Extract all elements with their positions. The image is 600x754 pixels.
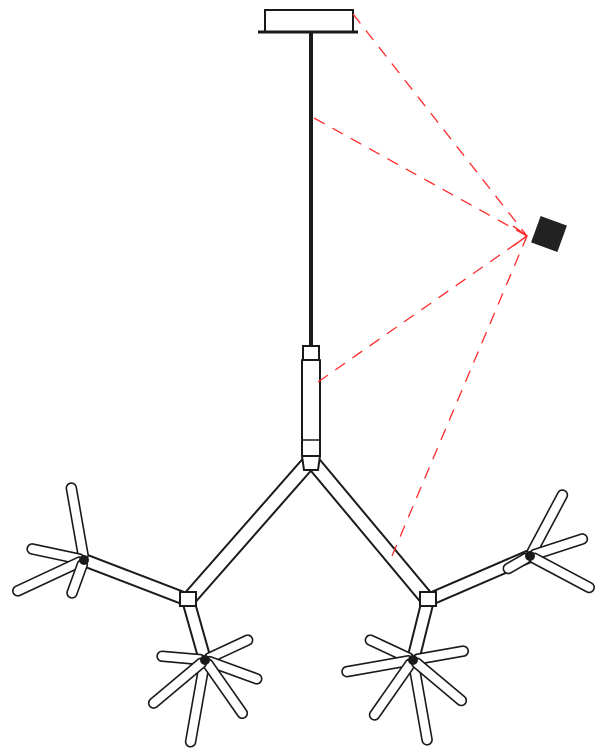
filled-square-marker-icon [531,216,567,252]
center-stem [301,359,321,457]
leader-arm [391,235,528,557]
leader-rod [313,117,528,237]
ceiling-canopy [258,9,358,34]
chandelier-arms [12,454,595,748]
elbow-left [179,591,197,607]
stem-connector [302,345,320,361]
bulb-right-outer-3 [528,552,595,594]
elbow-right [419,591,437,607]
hub-left-outer [79,555,89,565]
fork-junction [300,455,322,471]
hub-right-outer [525,551,535,561]
arm-left-drop [181,597,212,663]
arm-left-outer [81,553,191,607]
annotation-leaders [313,13,529,557]
hub-right-lower [408,655,418,665]
arm-right-main [305,455,434,605]
bulb-left-outer-1 [65,482,89,561]
leader-stem [317,235,528,383]
hub-left-lower [200,655,210,665]
arm-left-main [182,454,317,606]
leader-arrowhead [512,225,529,247]
leader-canopy [352,13,528,237]
